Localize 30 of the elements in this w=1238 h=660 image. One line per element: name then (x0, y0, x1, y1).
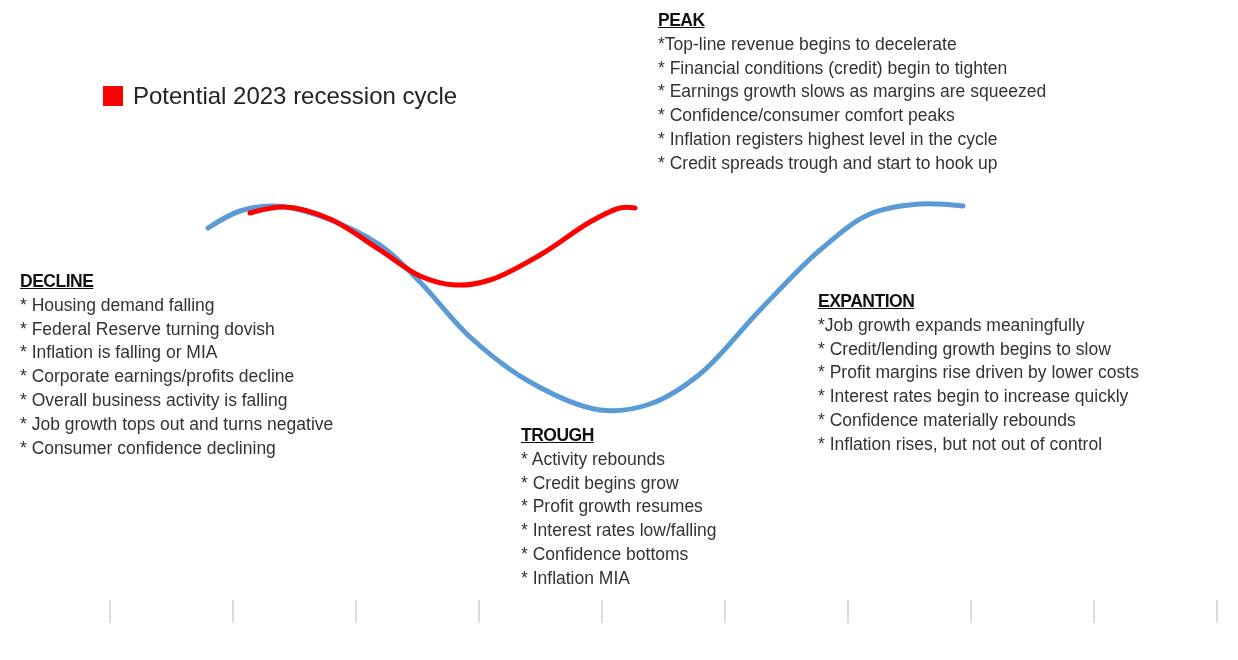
bullet-point: *Top-line revenue begins to decelerate (658, 33, 957, 54)
bullet-point: * Financial conditions (credit) begin to tighten (658, 57, 1008, 78)
bullet-point: * Credit begins grow (521, 472, 679, 493)
bullet-point: * Confidence/consumer comfort peaks (658, 105, 955, 126)
bullet-point: * Federal Reserve turning dovish (20, 318, 275, 339)
bullet-point: * Inflation MIA (521, 567, 630, 588)
bullet-point: * Inflation is falling or MIA (20, 342, 218, 363)
bullet-point: * Consumer confidence declining (20, 437, 276, 458)
bullet-point: * Credit spreads trough and start to hook up (658, 152, 998, 173)
bullet-point: * Overall business activity is falling (20, 390, 288, 410)
bullet-point: * Inflation rises, but not out of control (818, 433, 1103, 454)
section-heading: EXPANTION (818, 291, 915, 311)
bullet-point: * Interest rates begin to increase quickly (818, 386, 1129, 407)
section-heading: DECLINE (20, 271, 94, 291)
bullet-point: * Corporate earnings/profits decline (20, 366, 295, 387)
bullet-point: * Confidence bottoms (521, 544, 689, 564)
bullet-point: * Earnings growth slows as margins are squeezed (658, 81, 1047, 102)
bullet-point: * Confidence materially rebounds (818, 410, 1076, 430)
bullet-point: * Interest rates low/falling (521, 520, 717, 541)
bullet-point: * Credit/lending growth begins to slow (818, 338, 1111, 359)
bullet-point: * Profit growth resumes (521, 496, 703, 517)
section-heading: PEAK (658, 10, 705, 30)
bullet-point: * Profit margins rise driven by lower costs (818, 362, 1139, 383)
bullet-point: * Housing demand falling (20, 294, 215, 315)
legend-label: Potential 2023 recession cycle (133, 82, 458, 110)
bullet-point: * Activity rebounds (521, 448, 665, 469)
bullet-point: * Job growth tops out and turns negative (20, 413, 334, 434)
section-heading: TROUGH (521, 425, 594, 445)
bullet-point: * Inflation registers highest level in the cycle (658, 129, 998, 149)
bullet-point: *Job growth expands meaningfully (818, 314, 1085, 335)
